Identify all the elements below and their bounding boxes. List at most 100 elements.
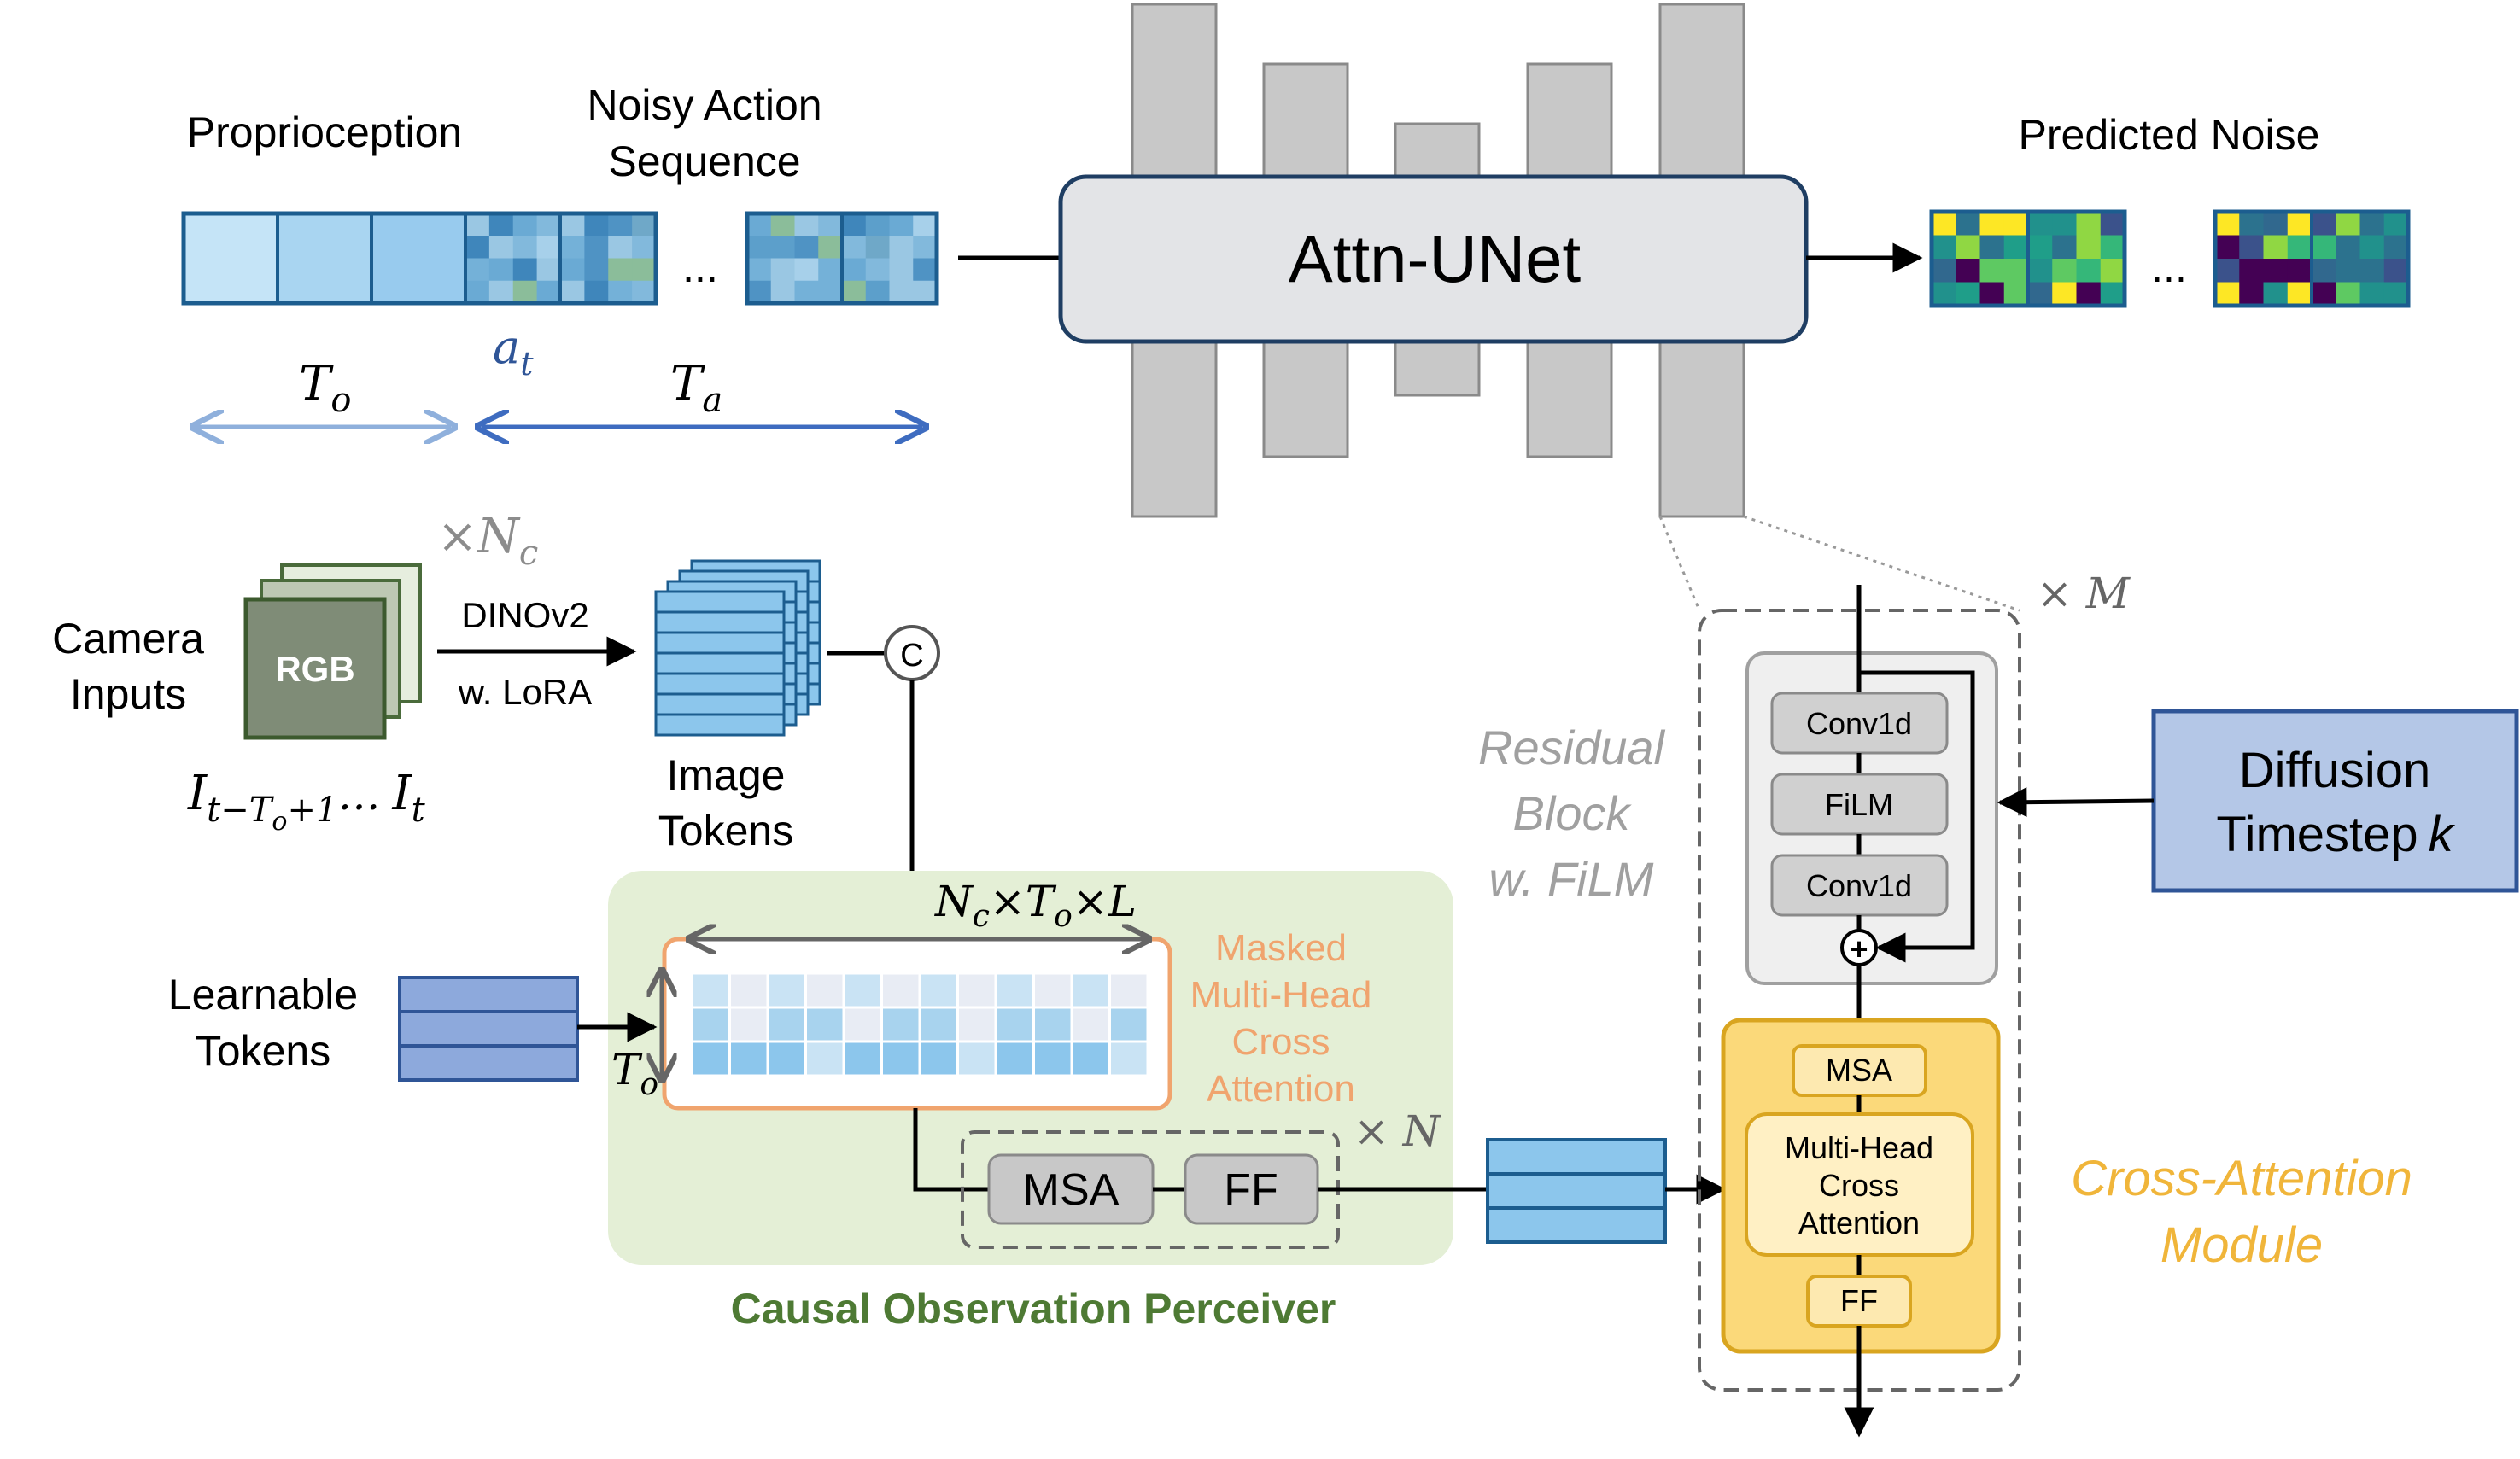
pattern-cell — [889, 213, 914, 236]
svg-text:Image: Image — [667, 751, 786, 799]
pattern-cell — [536, 236, 561, 259]
pattern-cell — [1108, 1006, 1149, 1043]
pattern-cell — [2287, 259, 2312, 283]
pattern-cell — [512, 280, 538, 304]
svg-text:Attention: Attention — [1798, 1205, 1920, 1240]
pattern-cell — [2263, 282, 2289, 306]
pattern-cell — [2076, 259, 2102, 283]
pattern-cell — [2383, 212, 2409, 236]
svg-text:Masked: Masked — [1215, 927, 1347, 969]
pattern-cell — [2287, 282, 2312, 306]
learnable-tokens-label: Learnable Tokens — [168, 971, 358, 1075]
pattern-cell — [1932, 212, 1956, 236]
pattern-cell — [2028, 235, 2053, 260]
svg-text:FF: FF — [1224, 1165, 1278, 1215]
svg-text:MSA: MSA — [1826, 1053, 1892, 1088]
pattern-cell — [560, 213, 585, 236]
pattern-cell — [865, 213, 890, 236]
pattern-cell — [865, 258, 890, 282]
pattern-cell — [770, 280, 795, 304]
skip-connection — [1859, 670, 1975, 963]
pattern-cell — [865, 280, 890, 304]
pattern-cell — [2312, 235, 2336, 260]
cross-attention-label: Cross-Attention Module — [2071, 1151, 2412, 1273]
masked-mhca-label: Masked Multi-Head Cross Attention — [1190, 927, 1372, 1110]
pattern-cell — [842, 258, 867, 282]
pattern-cell — [2359, 282, 2385, 306]
pattern-cell — [2239, 259, 2264, 283]
pattern-cell — [2263, 212, 2289, 236]
pattern-cell — [2215, 212, 2240, 236]
action-sequence-end — [745, 211, 939, 306]
pattern-cell — [1032, 1040, 1073, 1077]
svg-text:w. FiLM: w. FiLM — [1489, 852, 1654, 906]
pattern-cell — [488, 280, 514, 304]
pattern-cell — [880, 1040, 921, 1077]
pattern-cell — [2028, 212, 2053, 236]
predicted-noise-label: Predicted Noise — [2019, 111, 2320, 159]
pattern-cell — [994, 1006, 1035, 1043]
pattern-cell — [2052, 212, 2077, 236]
pattern-cell — [1070, 1006, 1111, 1043]
zoom-line-right — [1743, 515, 2020, 612]
pattern-cell — [632, 236, 657, 259]
pattern-cell — [465, 280, 490, 304]
pattern-cell — [1979, 259, 2005, 283]
pattern-cell — [2003, 212, 2029, 236]
ca-mhca-block: Multi-Head Cross Attention — [1745, 1112, 1974, 1257]
pattern-cell — [2263, 235, 2289, 260]
concat-icon: C — [884, 625, 940, 681]
nc-to-l-label: Nc×To×L — [934, 877, 1137, 934]
pattern-cell — [690, 1006, 731, 1043]
timestep-to-film-arrow — [1997, 787, 2155, 818]
pattern-cell — [2287, 235, 2312, 260]
pattern-cell — [1070, 972, 1111, 1009]
pattern-cell — [2100, 235, 2125, 260]
times-nc-label: ×Nc — [437, 509, 538, 573]
pattern-cell — [2336, 259, 2360, 283]
pattern-cell — [865, 236, 890, 259]
pattern-cell — [654, 590, 786, 614]
pattern-cell — [2359, 259, 2385, 283]
svg-text:Tokens: Tokens — [196, 1027, 330, 1075]
pattern-cell — [512, 236, 538, 259]
pattern-cell — [818, 236, 843, 259]
pattern-cell — [608, 280, 633, 304]
pattern-cell — [842, 236, 867, 259]
pattern-cell — [488, 236, 514, 259]
pattern-cell — [1979, 235, 2005, 260]
pattern-cell — [654, 610, 786, 634]
pattern-cell — [584, 236, 609, 259]
perceiver-msa-block: MSA — [987, 1153, 1155, 1225]
pattern-cell — [654, 672, 786, 696]
svg-text:Multi-Head: Multi-Head — [1785, 1130, 1933, 1165]
pattern-cell — [1979, 282, 2005, 306]
pattern-cell — [1108, 972, 1149, 1009]
svg-text:C: C — [900, 638, 923, 674]
pattern-cell — [632, 213, 657, 236]
pattern-cell — [2100, 259, 2125, 283]
svg-text:Block: Block — [1513, 786, 1633, 840]
pattern-cell — [1032, 1006, 1073, 1043]
pattern-cell — [770, 236, 795, 259]
pattern-cell — [889, 280, 914, 304]
pattern-cell — [956, 1040, 997, 1077]
svg-text:Learnable: Learnable — [168, 971, 358, 1018]
svg-text:Residual: Residual — [1478, 721, 1665, 774]
pattern-cell — [766, 1006, 807, 1043]
pattern-cell — [880, 1006, 921, 1043]
pattern-cell — [913, 213, 938, 236]
times-n-label: × N — [1354, 1106, 1442, 1156]
attn-to-msa-line — [913, 1108, 989, 1192]
unet-block-repeat-box — [1698, 609, 2021, 1392]
pattern-cell — [536, 213, 561, 236]
predicted-noise-block-2 — [2213, 209, 2411, 308]
pattern-cell — [747, 213, 772, 236]
conv1d-top-block: Conv1d — [1770, 692, 1949, 755]
pattern-cell — [2359, 235, 2385, 260]
pattern-cell — [728, 1040, 769, 1077]
pattern-cell — [560, 258, 585, 282]
pattern-cell — [804, 972, 845, 1009]
pattern-cell — [766, 1040, 807, 1077]
